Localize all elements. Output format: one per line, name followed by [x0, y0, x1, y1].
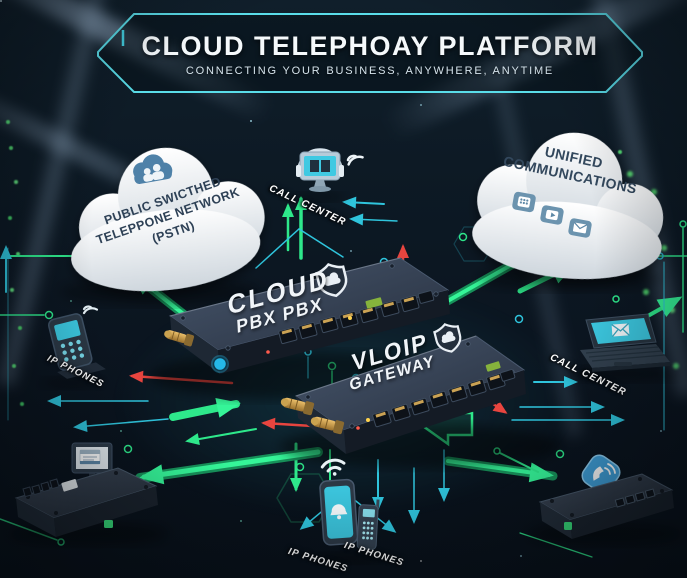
- desk-device-left: [8, 442, 168, 546]
- status-led: [104, 520, 113, 528]
- call-center-monitor-icon: [294, 148, 364, 202]
- desk-device-right: [528, 454, 684, 546]
- mail-glyph: [611, 322, 630, 337]
- page-subtitle: CONNECTING YOUR BUSINESS, ANYWHERE, ANYT…: [185, 65, 555, 77]
- handset-icon: [356, 499, 380, 550]
- title-banner: CLOUD TELEPHOAY PLATFORM CONNECTING YOUR…: [96, 12, 644, 94]
- dialpad-icon: [512, 191, 536, 213]
- wifi-icon: [82, 305, 99, 315]
- wifi-icon: [346, 154, 364, 166]
- page-title: CLOUD TELEPHOAY PLATFORM: [141, 31, 599, 61]
- smartphone-icon: [319, 478, 359, 546]
- status-led: [564, 522, 572, 530]
